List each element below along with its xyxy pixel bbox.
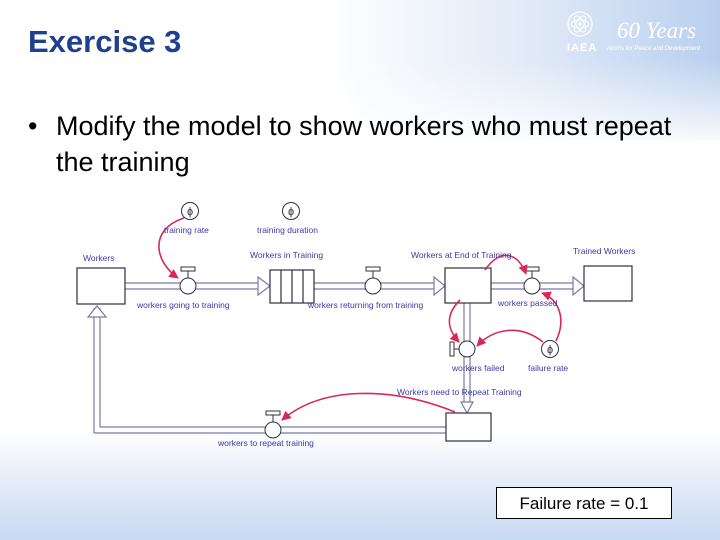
bullet-text: Modify the model to show workers who mus… xyxy=(56,111,672,177)
footer-gradient xyxy=(0,430,720,540)
label-workers-in-training: Workers in Training xyxy=(250,250,323,260)
label-workers-going-to-training: workers going to training xyxy=(136,300,230,310)
label-workers-end-of-training: Workers at End of Training xyxy=(411,250,512,260)
label-training-rate: training rate xyxy=(164,225,209,235)
converter-training-duration: ɸ xyxy=(282,202,300,220)
logo-years-text: 60 Years xyxy=(617,18,697,43)
iaea-60-years-logo: 60 Years IAEA Atoms for Peace and Develo… xyxy=(560,8,710,58)
label-workers-need-repeat: Workers need to Repeat Training xyxy=(397,387,522,397)
logo-org-text: IAEA xyxy=(567,42,598,54)
stock-workers-need-repeat xyxy=(445,412,492,442)
stock-workers-in-training xyxy=(269,269,315,304)
valve-to-repeat-training xyxy=(264,410,282,439)
connector-repeat-to-flow xyxy=(281,392,456,421)
atom-emblem-icon xyxy=(567,11,593,37)
label-workers-passed: workers passed xyxy=(497,298,558,308)
label-workers-to-repeat-training: workers to repeat training xyxy=(217,438,314,448)
stock-workers-end-of-training xyxy=(444,267,492,304)
label-workers-failed: workers failed xyxy=(451,363,505,373)
connector-training-rate xyxy=(158,217,185,279)
stock-trained-workers xyxy=(583,265,633,302)
valve-going-to-training xyxy=(179,266,197,295)
label-trained-workers: Trained Workers xyxy=(573,246,635,256)
label-workers-returning-from-training: workers returning from training xyxy=(307,300,424,310)
header-gradient-fade xyxy=(0,60,720,150)
connector-failure-rate-to-failed xyxy=(476,329,544,347)
valve-passed xyxy=(523,266,541,295)
valve-returning-from-training xyxy=(364,266,382,295)
label-workers: Workers xyxy=(83,253,115,263)
connectors xyxy=(158,217,562,421)
valve-failed xyxy=(449,340,476,358)
failure-rate-note: Failure rate = 0.1 xyxy=(496,487,672,519)
slide-title: Exercise 3 xyxy=(28,24,182,59)
converter-training-rate: ɸ xyxy=(181,202,199,220)
flow-arrowheads xyxy=(86,275,585,415)
connector-failure-rate-to-passed xyxy=(541,291,562,342)
label-training-duration: training duration xyxy=(257,225,318,235)
logo-tagline: Atoms for Peace and Development xyxy=(607,46,701,52)
bullet-marker: • xyxy=(28,111,38,141)
stock-workers xyxy=(76,267,126,305)
stock-flow-diagram: ɸ ɸ ɸ Workers training rate training dur… xyxy=(76,202,635,448)
converter-symbol: ɸ xyxy=(187,206,193,218)
connector-end-to-passed xyxy=(484,254,528,275)
converter-symbol: ɸ xyxy=(547,344,553,356)
converter-symbol: ɸ xyxy=(288,206,294,218)
connector-end-to-failed xyxy=(448,299,461,343)
converter-failure-rate: ɸ xyxy=(541,340,559,358)
label-failure-rate: failure rate xyxy=(528,363,568,373)
